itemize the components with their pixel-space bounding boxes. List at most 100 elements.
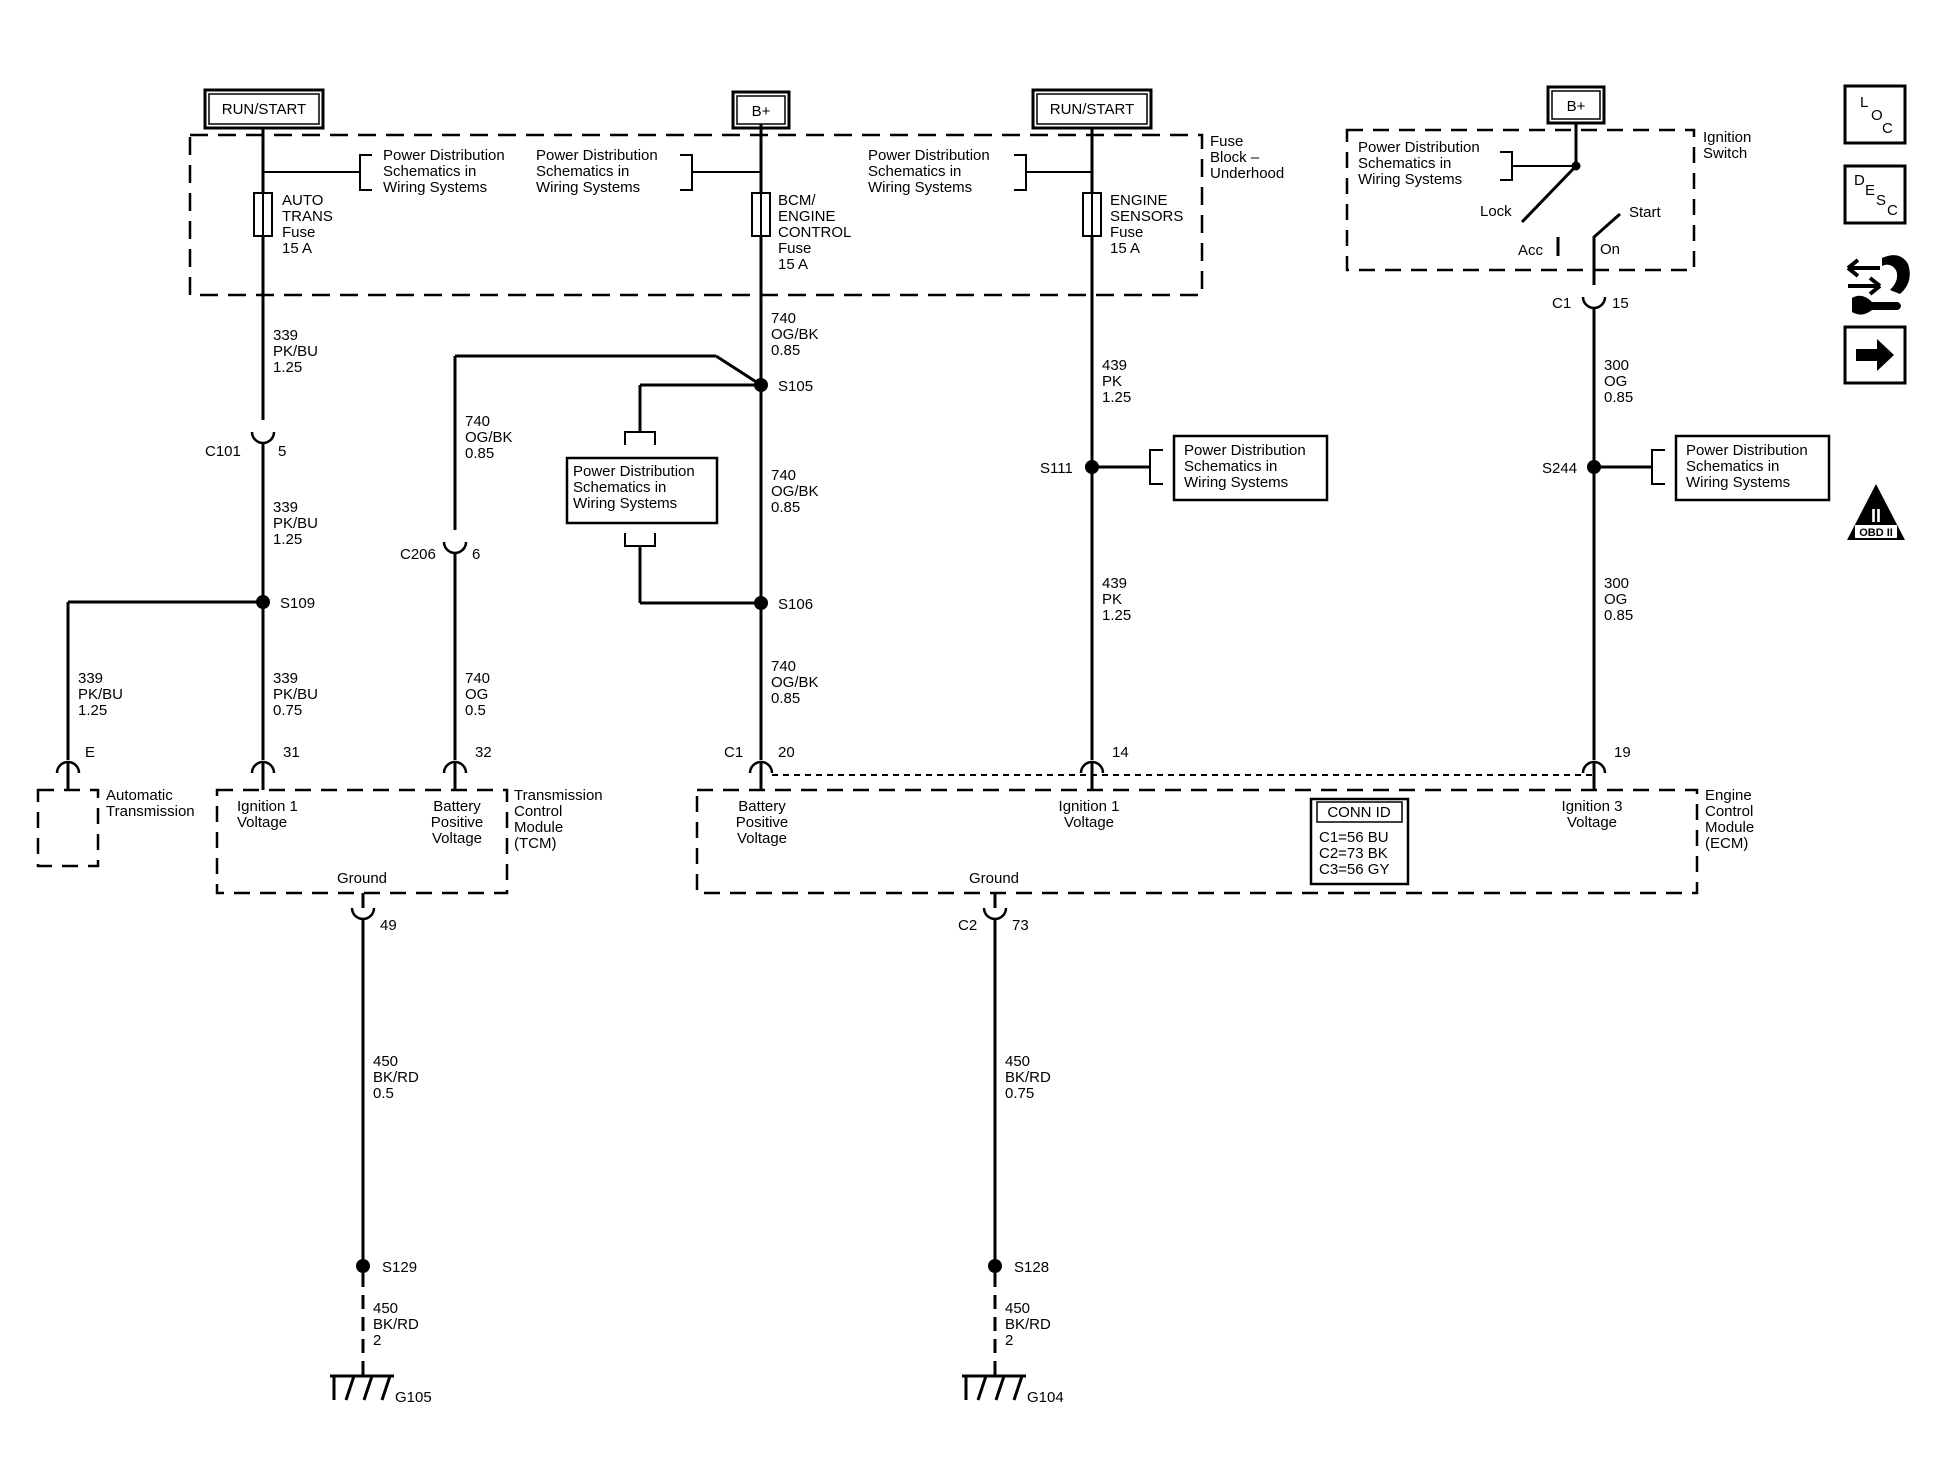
wire-label: 740 OG/BK 0.85	[465, 413, 513, 462]
svg-text:(ECM): (ECM)	[1705, 835, 1748, 852]
svg-text:1.25: 1.25	[273, 531, 302, 548]
svg-text:PK: PK	[1102, 591, 1122, 608]
svg-text:OG/BK: OG/BK	[771, 326, 819, 343]
svg-text:D: D	[1854, 172, 1865, 189]
svg-text:Schematics in: Schematics in	[383, 163, 476, 180]
wire-label: 450 BK/RD 2	[1005, 1300, 1051, 1349]
pd-ref-2[interactable]: Power Distribution Schematics in Wiring …	[536, 147, 658, 196]
svg-text:II: II	[1871, 506, 1881, 526]
splice-s128	[988, 1259, 1002, 1273]
supply-label: RUN/START	[222, 101, 306, 118]
loc-icon[interactable]: L O C	[1843, 84, 1907, 145]
automatic-transmission-label: Automatic Transmission	[106, 787, 195, 820]
pd-ref-3[interactable]: Power Distribution Schematics in Wiring …	[868, 147, 990, 196]
wire-label: 740 OG 0.5	[465, 670, 490, 719]
connector-wrench-icon[interactable]	[1846, 255, 1910, 315]
svg-text:300: 300	[1604, 357, 1629, 374]
svg-text:PK/BU: PK/BU	[273, 515, 318, 532]
svg-text:CONTROL: CONTROL	[778, 224, 851, 241]
svg-text:OG/BK: OG/BK	[771, 674, 819, 691]
wire-label: 339 PK/BU 1.25	[273, 327, 318, 376]
svg-text:Voltage: Voltage	[1567, 814, 1617, 831]
svg-text:Block –: Block –	[1210, 149, 1260, 166]
svg-text:1.25: 1.25	[1102, 607, 1131, 624]
connector-c206	[442, 541, 468, 555]
svg-text:740: 740	[771, 310, 796, 327]
svg-text:Control: Control	[1705, 803, 1753, 820]
svg-text:450: 450	[1005, 1300, 1030, 1317]
svg-text:S: S	[1876, 192, 1886, 209]
tcm-batt-label: Battery Positive Voltage	[431, 798, 484, 847]
switch-position-start: Start	[1629, 204, 1662, 221]
obd-ii-icon: II OBD II	[1847, 484, 1905, 540]
svg-text:0.75: 0.75	[1005, 1085, 1034, 1102]
connector-label: C2	[958, 917, 977, 934]
svg-text:Ignition: Ignition	[1703, 129, 1751, 146]
svg-text:Power Distribution: Power Distribution	[868, 147, 990, 164]
pin-label: 20	[778, 744, 795, 761]
svg-text:C1=56 BU: C1=56 BU	[1319, 829, 1389, 846]
tcm-ground-label: Ground	[337, 870, 387, 887]
svg-text:Schematics in: Schematics in	[573, 479, 666, 496]
connector-c2-73	[982, 907, 1008, 921]
wire-label: 300 OG 0.85	[1604, 357, 1633, 406]
pd-ref-box-s244[interactable]	[1674, 434, 1831, 502]
svg-text:Wiring Systems: Wiring Systems	[1184, 474, 1288, 491]
svg-text:PK/BU: PK/BU	[273, 343, 318, 360]
svg-text:Control: Control	[514, 803, 562, 820]
tcm-ign1-label: Ignition 1 Voltage	[237, 798, 298, 831]
pd-ref-1[interactable]: Power Distribution Schematics in Wiring …	[383, 147, 505, 196]
switch-blade	[1520, 164, 1578, 224]
svg-text:0.85: 0.85	[771, 690, 800, 707]
supply-run-start-left: RUN/START	[203, 88, 325, 130]
supply-b-plus-ignition: B+	[1546, 85, 1606, 125]
svg-text:Power Distribution: Power Distribution	[1686, 442, 1808, 459]
connector-pin-49	[350, 907, 376, 921]
pin-label: 73	[1012, 917, 1029, 934]
supply-label: B+	[752, 103, 771, 120]
svg-text:15 A: 15 A	[282, 240, 312, 257]
svg-text:339: 339	[273, 499, 298, 516]
svg-text:L: L	[1860, 94, 1868, 111]
desc-icon[interactable]: D E S C	[1843, 164, 1907, 225]
svg-text:Power Distribution: Power Distribution	[573, 463, 695, 480]
ecm-ign3-label: Ignition 3 Voltage	[1562, 798, 1623, 831]
pd-ref-bracket	[680, 154, 693, 191]
svg-text:450: 450	[373, 1053, 398, 1070]
switch-position-lock: Lock	[1480, 203, 1512, 220]
svg-text:1.25: 1.25	[273, 359, 302, 376]
svg-text:C3=56 GY: C3=56 GY	[1319, 861, 1389, 878]
pd-ref-box-center[interactable]	[565, 456, 719, 525]
svg-text:Wiring Systems: Wiring Systems	[1686, 474, 1790, 491]
connector-c101	[250, 431, 276, 445]
svg-text:Transmission: Transmission	[514, 787, 603, 804]
switch-position-acc: Acc	[1518, 242, 1544, 259]
svg-text:(TCM): (TCM)	[514, 835, 556, 852]
splice-label: S109	[280, 595, 315, 612]
svg-text:BK/RD: BK/RD	[373, 1069, 419, 1086]
svg-text:AUTO: AUTO	[282, 192, 323, 209]
svg-text:BCM/: BCM/	[778, 192, 816, 209]
svg-text:Positive: Positive	[431, 814, 484, 831]
svg-text:1.25: 1.25	[78, 702, 107, 719]
svg-text:1.25: 1.25	[1102, 389, 1131, 406]
switch-position-on: On	[1600, 241, 1620, 258]
svg-text:0.5: 0.5	[373, 1085, 394, 1102]
svg-text:Voltage: Voltage	[1064, 814, 1114, 831]
pin-label: 32	[475, 744, 492, 761]
arrow-right-icon[interactable]	[1843, 325, 1907, 385]
pd-ref-ignition[interactable]: Power Distribution Schematics in Wiring …	[1358, 139, 1480, 188]
svg-text:0.85: 0.85	[771, 342, 800, 359]
svg-text:Transmission: Transmission	[106, 803, 195, 820]
pd-ref-box-s111[interactable]	[1172, 434, 1329, 502]
svg-text:439: 439	[1102, 357, 1127, 374]
svg-text:450: 450	[1005, 1053, 1030, 1070]
svg-text:2: 2	[1005, 1332, 1013, 1349]
svg-text:ENGINE: ENGINE	[778, 208, 836, 225]
ignition-switch-title: Ignition Switch	[1703, 129, 1751, 162]
svg-text:PK: PK	[1102, 373, 1122, 390]
svg-text:Voltage: Voltage	[432, 830, 482, 847]
svg-text:0.5: 0.5	[465, 702, 486, 719]
svg-text:PK/BU: PK/BU	[273, 686, 318, 703]
connector-label: C1	[724, 744, 743, 761]
